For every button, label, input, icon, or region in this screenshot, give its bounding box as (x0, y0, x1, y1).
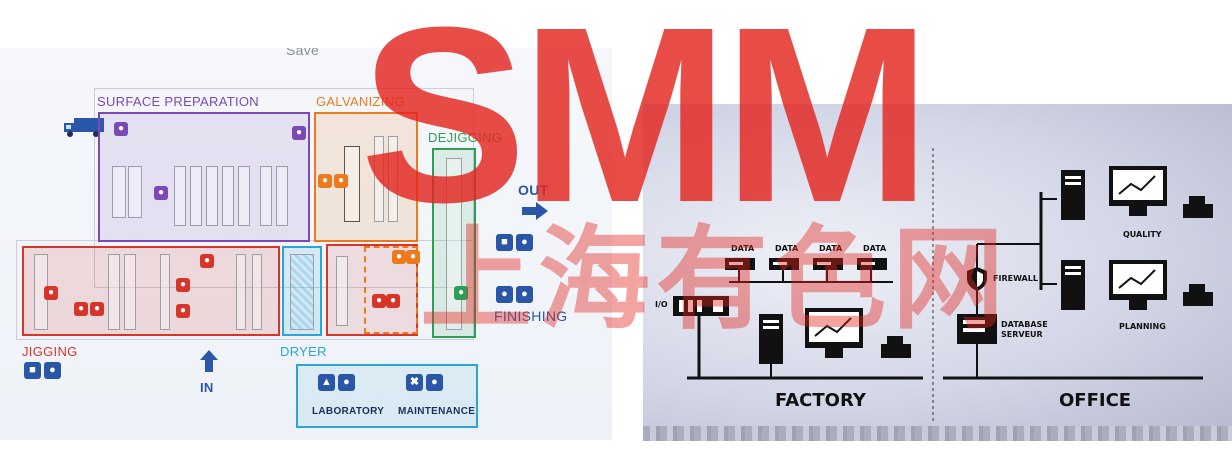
operator-icon: ● (292, 126, 306, 140)
data-server-icon (857, 258, 887, 270)
save-text: Save (286, 48, 320, 58)
operator-icon: ● (200, 254, 214, 268)
database-server-icon (957, 314, 997, 344)
arrow-right-icon (522, 202, 548, 225)
operator-icon: ● (496, 286, 513, 303)
operator-icon: ● (392, 250, 406, 264)
dejigging-label: DEJIGGING (428, 130, 503, 145)
surface-preparation-zone: ● ● ● (98, 112, 310, 242)
forklift-icon: ■ (496, 234, 513, 251)
serveur-label: SERVEUR (1001, 330, 1043, 339)
monitor-chart-icon (1109, 260, 1167, 310)
network-lines (687, 148, 1203, 422)
office-label: OFFICE (1059, 390, 1132, 411)
maintenance-label: MAINTENANCE (398, 406, 476, 417)
plant-layout-panel: Save SURFACE PREPARATION ● ● ● GALVANIZI… (0, 48, 612, 440)
operator-icon: ● (426, 374, 443, 391)
database-label: DATABASE (1001, 320, 1048, 329)
firewall-shield-icon (965, 266, 989, 297)
galvanizing-zone: ● ● (314, 112, 418, 242)
data-label: DATA (819, 244, 843, 253)
out-label: OUT (518, 182, 549, 198)
planning-label: PLANNING (1119, 322, 1166, 331)
data-label: DATA (731, 244, 755, 253)
printer-icon (881, 336, 911, 358)
post-treatment-zone: ● ● ● ● (326, 244, 420, 336)
operator-icon: ● (334, 174, 348, 188)
tools-icon: ✖ (406, 374, 423, 391)
printer-icon (1183, 284, 1213, 306)
io-label: I/O (655, 300, 668, 309)
dryer-label: DRYER (280, 344, 327, 359)
monitor-chart-icon (1109, 166, 1167, 216)
firewall-label: FIREWALL (993, 274, 1038, 283)
data-server-icon (769, 258, 799, 270)
operator-icon: ● (516, 286, 533, 303)
truck-icon (62, 116, 106, 138)
building-outline (94, 88, 474, 288)
operator-icon: ● (74, 302, 88, 316)
operator-icon: ● (338, 374, 355, 391)
data-server-icon (725, 258, 755, 270)
jigging-zone: ● ● ● ● ● ● (22, 246, 280, 336)
operator-icon: ● (154, 186, 168, 200)
bottom-strip (643, 426, 1232, 441)
operator-icon: ● (372, 294, 386, 308)
operator-icon: ● (406, 250, 420, 264)
operator-icon: ● (386, 294, 400, 308)
printer-icon (1183, 196, 1213, 218)
network-diagram-panel: I/O DATA DATA DATA DATA FIREWALL DATABAS… (643, 104, 1232, 441)
surface-preparation-label: SURFACE PREPARATION (97, 94, 259, 109)
io-module-icon (673, 296, 729, 316)
data-label: DATA (863, 244, 887, 253)
computer-tower-icon (1061, 170, 1085, 220)
operator-icon: ● (44, 286, 58, 300)
galvanizing-label: GALVANIZING (316, 94, 405, 109)
quality-label: QUALITY (1123, 230, 1162, 239)
operator-icon: ● (516, 234, 533, 251)
dejigging-zone: ● (432, 148, 476, 338)
operator-icon: ● (176, 304, 190, 318)
operator-icon: ● (176, 278, 190, 292)
monitor-chart-icon (805, 308, 863, 358)
finishing-label: FINISHING (494, 308, 568, 324)
computer-tower-icon (1061, 260, 1085, 310)
support-services-box: ▲ ● ✖ ● LABORATORY MAINTENANCE (296, 364, 478, 428)
operator-icon: ● (44, 362, 61, 379)
jigging-label: JIGGING (22, 344, 78, 359)
computer-tower-icon (759, 314, 783, 364)
factory-label: FACTORY (775, 390, 866, 411)
laboratory-label: LABORATORY (312, 406, 385, 417)
data-label: DATA (775, 244, 799, 253)
data-server-icon (813, 258, 843, 270)
forklift-icon: ■ (24, 362, 41, 379)
operator-icon: ● (114, 122, 128, 136)
dryer-zone (282, 246, 322, 336)
operator-icon: ● (454, 286, 468, 300)
in-label: IN (200, 380, 214, 395)
flask-icon: ▲ (318, 374, 335, 391)
operator-icon: ● (318, 174, 332, 188)
arrow-up-icon (200, 350, 218, 377)
operator-icon: ● (90, 302, 104, 316)
